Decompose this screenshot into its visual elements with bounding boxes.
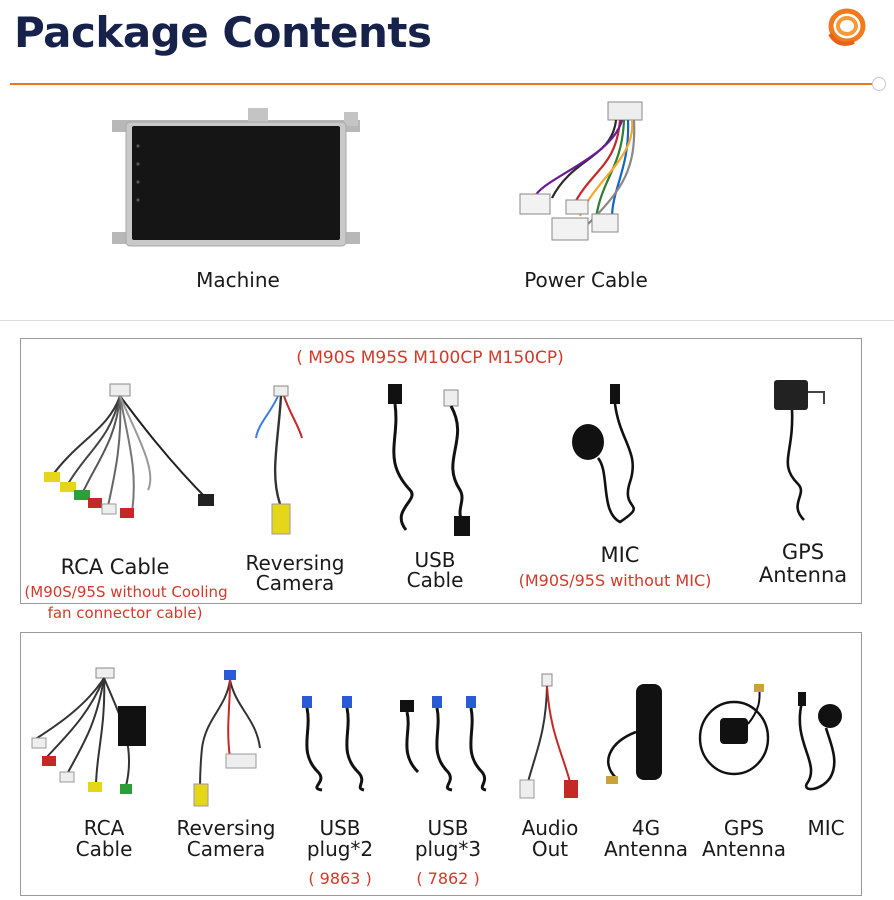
divider-end-dot [872, 77, 886, 91]
machine-image [108, 108, 364, 256]
usb-plug-3-label-2: plug*3 [414, 837, 482, 861]
rca-cable-label: RCA Cable [60, 555, 170, 579]
gps-antenna-label-1: GPS [781, 540, 825, 564]
reversing-camera-label-2: Camera [255, 571, 335, 595]
4g-antenna-label-1: 4G [631, 816, 661, 840]
usb-plug-2-label-1: USB [319, 816, 361, 840]
rca-cable-note-line1: (M90S/95S without Cooling [24, 583, 228, 601]
usb-plug-3-note: ( 7862 ) [416, 869, 480, 888]
mic-label: MIC [600, 543, 640, 567]
reversing-camera-image-2 [186, 668, 276, 808]
audio-out-label-1: Audio [521, 816, 579, 840]
usb-plug-2-label-2: plug*2 [306, 837, 374, 861]
models-note: ( M90S M95S M100CP M150CP) [296, 348, 564, 368]
power-cable-image [512, 98, 652, 258]
usb-cable-image [380, 380, 490, 540]
power-cable-label: Power Cable [524, 268, 648, 292]
usb-plug-2-note: ( 9863 ) [308, 869, 372, 888]
mic-image [570, 382, 670, 528]
reversing-camera-2-label-2: Camera [186, 837, 266, 861]
rca-cable-image-2 [26, 666, 156, 806]
rca-cable-note-line2: fan connector cable) [47, 604, 203, 622]
gps-antenna-image [768, 374, 832, 524]
gps-antenna-2-label-1: GPS [723, 816, 765, 840]
4g-antenna-image [600, 682, 680, 792]
mic-image-2 [790, 682, 854, 802]
reversing-camera-cable-image [250, 384, 320, 544]
rca-cable-2-label-1: RCA [83, 816, 125, 840]
gps-antenna-image-2 [694, 684, 784, 794]
machine-label: Machine [196, 268, 280, 292]
gps-antenna-2-label-2: Antenna [701, 837, 787, 861]
section-divider [0, 320, 894, 321]
4g-antenna-label-2: Antenna [603, 837, 689, 861]
page-title: Package Contents [14, 8, 432, 57]
usb-plug-2-image [298, 692, 382, 792]
brand-logo-icon [822, 4, 868, 50]
gps-antenna-label-2: Antenna [758, 563, 848, 587]
mic-note: (M90S/95S without MIC) [518, 571, 712, 590]
header-divider [10, 83, 872, 85]
reversing-camera-2-label-1: Reversing [176, 816, 276, 840]
audio-out-label-2: Out [531, 837, 569, 861]
usb-plug-3-image [396, 692, 500, 792]
reversing-camera-label-1: Reversing [245, 551, 345, 575]
accessories-box-2 [20, 632, 862, 896]
mic-2-label: MIC [807, 816, 845, 840]
rca-cable-2-label-2: Cable [75, 837, 133, 861]
usb-cable-label-1: USB [414, 548, 456, 572]
accessories-box-1 [20, 338, 862, 604]
audio-out-image [506, 672, 586, 802]
rca-cable-image [38, 380, 218, 520]
usb-plug-3-label-1: USB [427, 816, 469, 840]
usb-cable-label-2: Cable [406, 568, 464, 592]
